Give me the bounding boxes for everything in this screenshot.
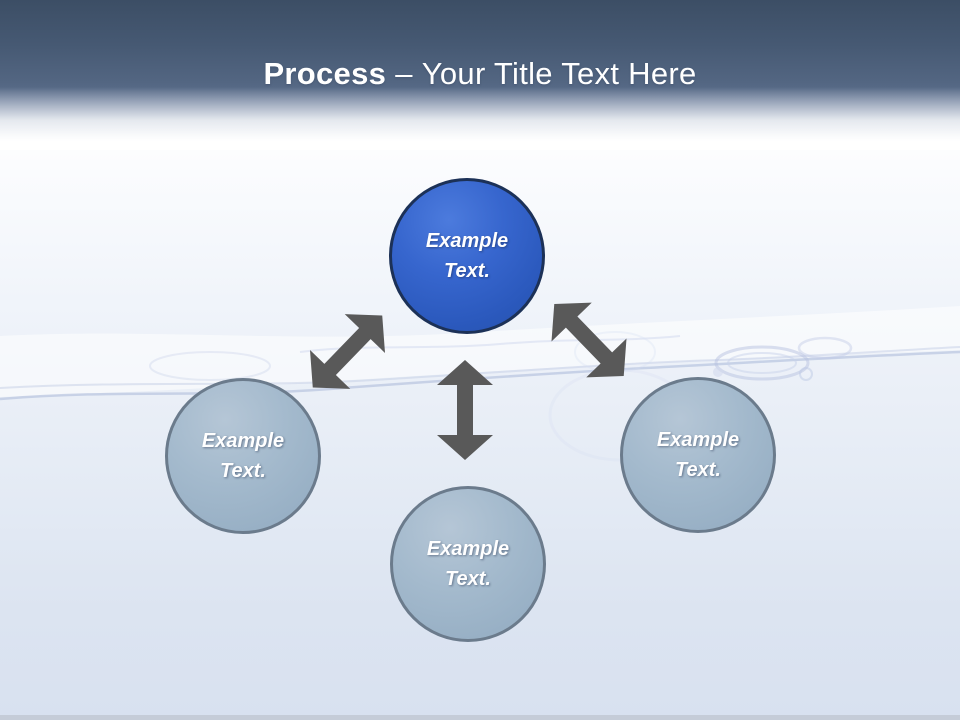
process-node-left-label: Example Text.: [201, 430, 285, 482]
title-separator: –: [395, 56, 413, 91]
process-node-top: Example Text.: [389, 178, 545, 334]
double-arrow-top-left-icon: [309, 314, 386, 389]
process-node-right-label: Example Text.: [656, 429, 740, 481]
double-arrow-top-bottom-icon: [437, 360, 493, 460]
process-node-right: Example Text.: [620, 377, 776, 533]
slide-title: Process–Your Title Text Here: [0, 56, 960, 92]
double-arrow-top-right-icon: [551, 302, 627, 378]
process-node-left: Example Text.: [165, 378, 321, 534]
process-node-bottom: Example Text.: [390, 486, 546, 642]
footer-strip: [0, 715, 960, 720]
title-primary: Process: [263, 56, 387, 91]
process-node-bottom-label: Example Text.: [426, 538, 510, 590]
process-node-top-label: Example Text.: [425, 230, 509, 282]
title-secondary: Your Title Text Here: [421, 56, 697, 91]
header-band: [0, 0, 960, 150]
